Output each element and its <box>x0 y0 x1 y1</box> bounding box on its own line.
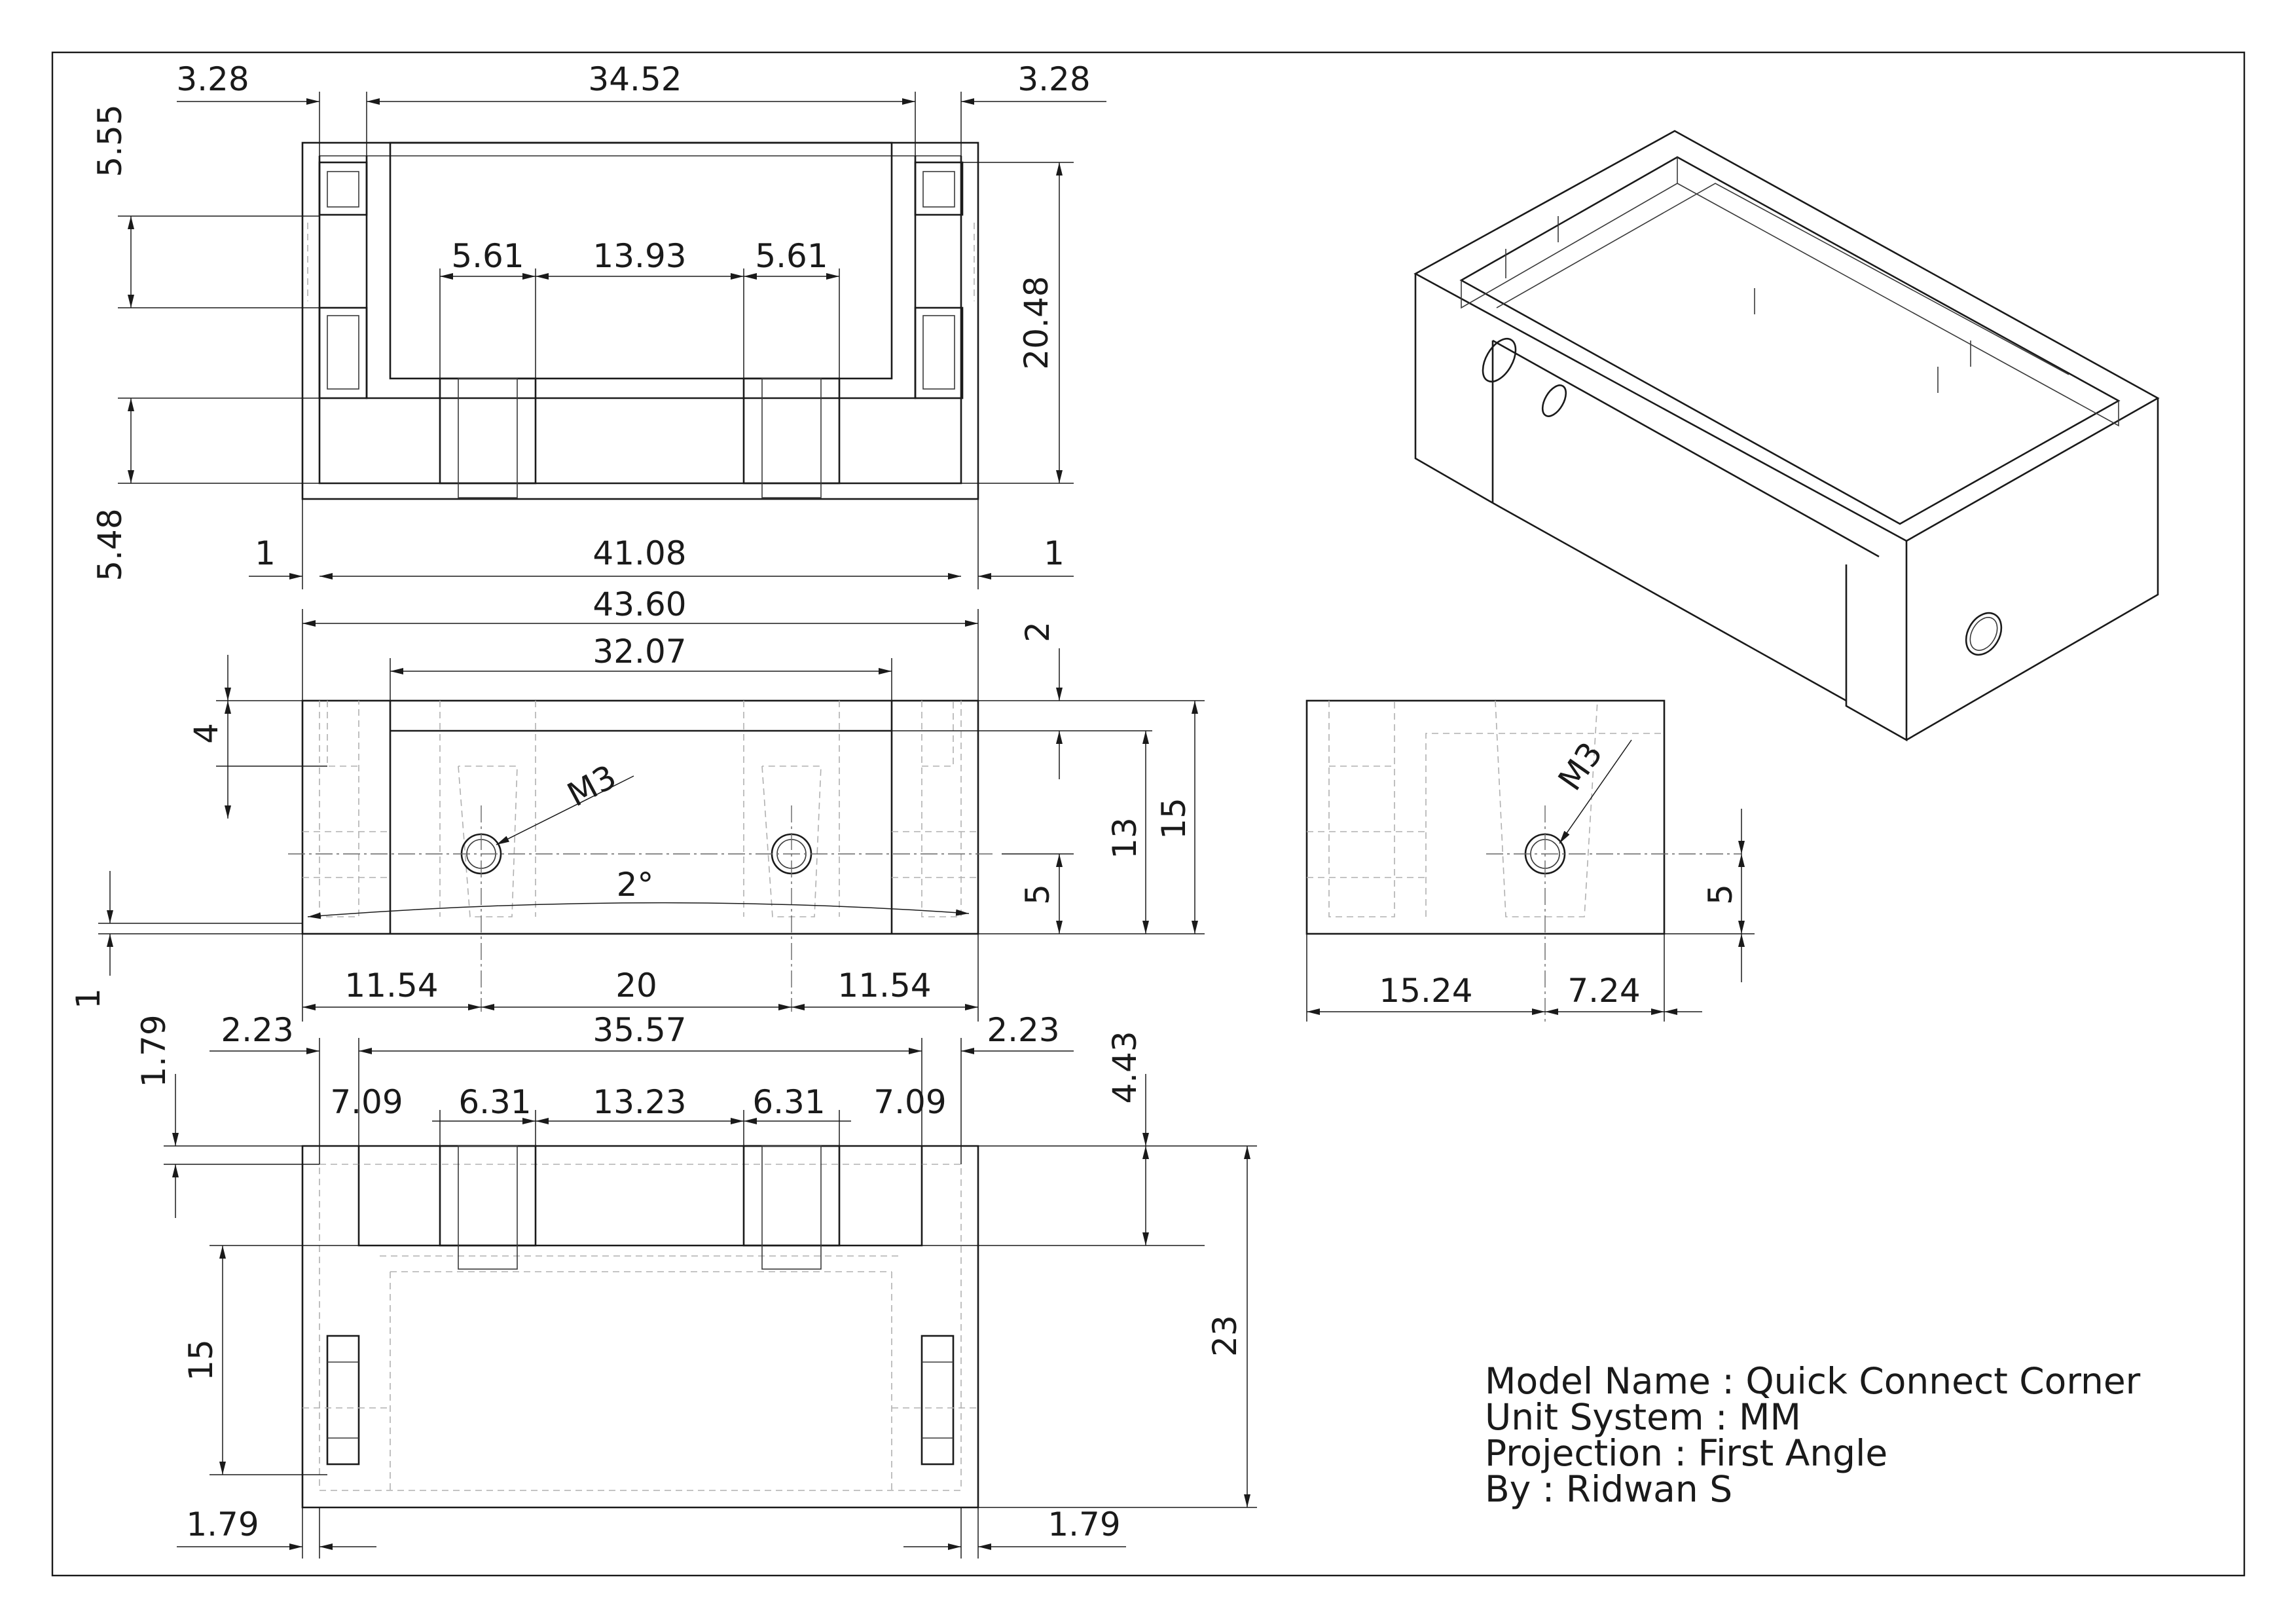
front-view-dim-labels: 43.60 32.07 2 4 13 15 5 1 11.54 20 11.54… <box>69 585 1193 1009</box>
title-block: Model Name : Quick Connect Corner Unit S… <box>1485 1360 2141 1510</box>
dim-label: 7.24 <box>1567 972 1640 1010</box>
dim-label: 13.93 <box>592 237 686 275</box>
dim-label: 20 <box>615 967 657 1005</box>
dim-label: 43.60 <box>592 585 686 623</box>
front-view <box>98 609 1205 1022</box>
dim-label: 1.79 <box>1048 1505 1120 1543</box>
dim-label: 7.09 <box>330 1083 403 1121</box>
isometric-view <box>1413 130 2160 742</box>
dim-label: 5 <box>1019 884 1057 905</box>
dim-label: 5.61 <box>755 237 828 275</box>
dim-label: 6.31 <box>752 1083 825 1121</box>
dim-label: 11.54 <box>837 967 931 1005</box>
dim-label: 5 <box>1702 884 1740 905</box>
dim-label: 15 <box>1155 798 1193 840</box>
model-name-text: Model Name : Quick Connect Corner <box>1485 1360 2141 1402</box>
dim-label: 32.07 <box>592 633 686 671</box>
dim-label: 15 <box>182 1339 220 1381</box>
dim-label: 34.52 <box>588 60 682 98</box>
dim-label: 35.57 <box>592 1011 686 1049</box>
dim-label: 4.43 <box>1106 1031 1144 1103</box>
bottom-view <box>164 1038 1257 1559</box>
dim-label: 23 <box>1206 1315 1244 1357</box>
thread-callout: M3 <box>1551 735 1611 798</box>
dim-label: 5.48 <box>91 508 129 581</box>
top-view <box>118 92 1106 589</box>
dim-label: 1.79 <box>186 1505 259 1543</box>
top-view-dim-labels: 3.28 34.52 3.28 5.55 20.48 5.61 13.93 5.… <box>91 60 1091 581</box>
dim-label: 5.55 <box>91 104 129 177</box>
dim-label: 2 <box>1019 621 1057 642</box>
side-view-dim-labels: 5 15.24 7.24 M3 <box>1379 735 1740 1010</box>
dim-label: 5.61 <box>451 237 524 275</box>
dim-label: 13 <box>1106 817 1144 859</box>
side-view <box>1305 699 1755 1022</box>
dim-label: 15.24 <box>1379 972 1472 1010</box>
dim-label: 13.23 <box>592 1083 686 1121</box>
sheet-border <box>51 51 2246 1577</box>
bottom-view-dim-labels: 1.79 2.23 35.57 2.23 4.43 7.09 6.31 13.2… <box>135 1011 1244 1543</box>
dim-label: 7.09 <box>873 1083 946 1121</box>
dim-label: 41.08 <box>592 534 686 572</box>
dim-label: 11.54 <box>344 967 438 1005</box>
dim-label: 3.28 <box>1017 60 1090 98</box>
dim-label: 1 <box>255 534 276 572</box>
dim-label: 4 <box>187 723 225 744</box>
author-text: By : Ridwan S <box>1485 1468 1732 1510</box>
dim-label: 6.31 <box>458 1083 531 1121</box>
dim-label: 3.28 <box>176 60 249 98</box>
unit-system-text: Unit System : MM <box>1485 1396 1801 1438</box>
angle-label: 2° <box>617 866 654 904</box>
projection-text: Projection : First Angle <box>1485 1432 1887 1474</box>
dim-label: 2.23 <box>987 1011 1059 1049</box>
dim-label: 1 <box>1044 534 1065 572</box>
thread-callout: M3 <box>561 758 622 814</box>
dim-label: 1 <box>69 988 107 1009</box>
dim-label: 20.48 <box>1017 276 1055 369</box>
dim-label: 1.79 <box>135 1014 173 1087</box>
dim-label: 2.23 <box>221 1011 293 1049</box>
